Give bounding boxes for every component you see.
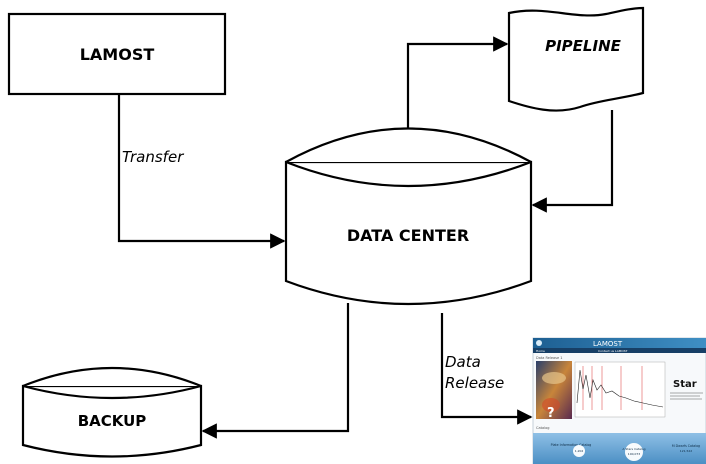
catalog-plate-count: 1,202 [575,449,584,453]
screenshot-catalog-label: Catalog [536,426,549,430]
backup-label: BACKUP [78,412,147,430]
screenshot-header-title: LAMOST [593,340,623,348]
screenshot-logo-icon [536,340,542,346]
connectors [117,36,614,439]
data-release-screenshot: LAMOST Home Contact us LAMOST Data Relea… [532,337,706,464]
screenshot-section-label: Data Release 1 [536,356,562,360]
data-center-label: DATA CENTER [347,226,469,245]
screenshot-nav-home: Home [536,349,545,353]
transfer-label: Transfer [122,148,184,166]
transfer-arrow [117,94,286,249]
catalog-astars-count: 100,073 [628,452,640,456]
screenshot-star-label: Star [673,379,697,390]
screenshot-header [533,338,706,348]
screenshot-spectrum-plot [574,361,666,418]
screenshot-question-mark: ? [547,406,555,421]
to-backup-arrow [201,303,350,439]
data-center-node: DATA CENTER [284,127,533,306]
to-pipeline-arrow [406,36,509,130]
from-pipeline-arrow [531,110,614,213]
pipeline-node: PIPELINE [507,6,645,112]
data-release-label-line1: Data [445,353,481,371]
lamost-label: LAMOST [80,45,155,64]
data-release-label-line2: Release [445,374,504,392]
screenshot-catalog-band [533,433,706,464]
catalog-astars-name: A Stars Catalog [622,447,645,451]
catalog-mdwarfs-name: M Dwarfs Catalog [672,444,700,448]
catalog-plate-name: Plate Information Catalog [551,443,592,447]
lamost-node: LAMOST [7,12,227,96]
screenshot-nav-contact: Contact us [598,349,615,353]
pipeline-label: PIPELINE [545,37,622,55]
screenshot-nav-lamost: LAMOST [615,349,628,353]
data-release-arrow [440,313,533,425]
backup-node: BACKUP [21,366,203,458]
catalog-mdwarfs-count: 121,522 [680,449,692,453]
